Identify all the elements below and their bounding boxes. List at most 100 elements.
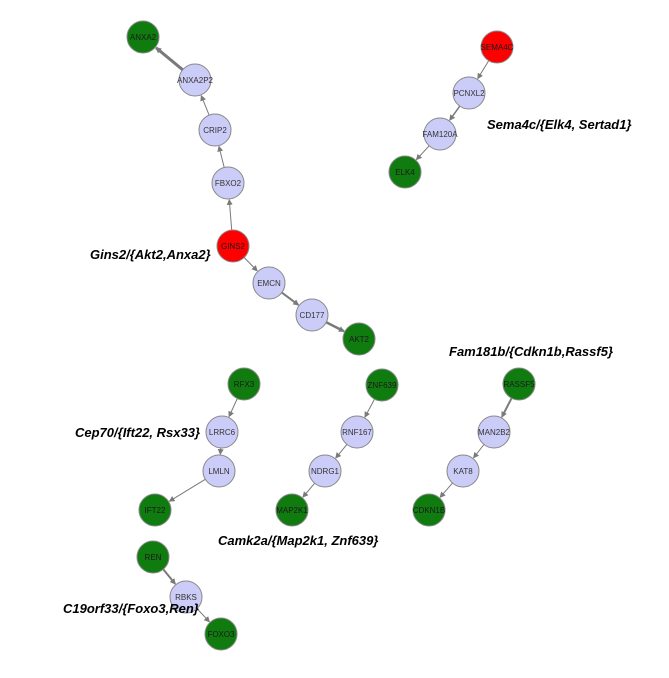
edge-rfx3-lrrc6 [228, 398, 238, 418]
caption-sema4c: Sema4c/{Elk4, Sertad1} [487, 117, 632, 132]
node-crip2[interactable]: CRIP2 [198, 113, 232, 147]
node-circle[interactable] [340, 415, 374, 449]
edge-sema4c-pcnxl2 [477, 60, 490, 80]
edge-ren-rbks [162, 568, 176, 585]
edge-emcn-cd177 [281, 291, 300, 306]
node-label: AKT2 [349, 335, 370, 344]
node-circle[interactable] [205, 415, 239, 449]
node-circle[interactable] [412, 493, 446, 527]
node-map2k1[interactable]: MAP2K1 [275, 493, 309, 527]
edge-ndrg1-map2k1 [302, 482, 316, 498]
node-circle[interactable] [202, 454, 236, 488]
edge-cd177-akt2 [325, 321, 345, 333]
caption-camk2a: Camk2a/{Map2k1, Znf639} [218, 533, 378, 548]
caption-gins2: Gins2/{Akt2,Anxa2} [90, 247, 211, 262]
edge-gins2-emcn [243, 257, 258, 272]
node-circle[interactable] [295, 298, 329, 332]
node-label: CRIP2 [203, 126, 227, 135]
node-label: LRRC6 [209, 428, 236, 437]
node-rnf167[interactable]: RNF167 [340, 415, 374, 449]
edge-fbxo2-crip2 [217, 145, 225, 168]
caption-fam181b: Fam181b/{Cdkn1b,Rassf5} [449, 344, 613, 359]
node-ift22[interactable]: IFT22 [138, 493, 172, 527]
node-label: FAM120A [422, 130, 458, 139]
node-label: ANXA2 [130, 33, 157, 42]
edge-kat8-cdkn1b [439, 482, 453, 498]
node-circle[interactable] [198, 113, 232, 147]
node-circle[interactable] [204, 617, 238, 651]
caption-c19orf33: C19orf33/{Foxo3,Ren} [63, 601, 199, 616]
node-pcnxl2[interactable]: PCNXL2 [452, 76, 486, 110]
node-cd177[interactable]: CD177 [295, 298, 329, 332]
node-rassf5[interactable]: RASSF5 [502, 367, 536, 401]
node-circle[interactable] [365, 368, 399, 402]
node-sema4c[interactable]: SEMA4C [480, 30, 514, 64]
node-circle[interactable] [502, 367, 536, 401]
node-circle[interactable] [452, 76, 486, 110]
node-label: RBKS [175, 593, 197, 602]
node-emcn[interactable]: EMCN [252, 266, 286, 300]
node-circle[interactable] [211, 166, 245, 200]
node-label: KAT8 [453, 467, 473, 476]
captions-layer: Gins2/{Akt2,Anxa2} Sema4c/{Elk4, Sertad1… [63, 117, 632, 616]
edges-layer [155, 46, 513, 623]
edge-anxa2p2-anxa2 [155, 46, 184, 71]
node-lmln[interactable]: LMLN [202, 454, 236, 488]
node-label: NDRG1 [311, 467, 340, 476]
node-circle[interactable] [136, 540, 170, 574]
node-kat8[interactable]: KAT8 [446, 454, 480, 488]
caption-cep70: Cep70/{Ift22, Rsx33} [75, 425, 200, 440]
edge-rbks-foxo3 [196, 608, 210, 623]
node-circle[interactable] [308, 454, 342, 488]
node-label: EMCN [257, 279, 281, 288]
node-gins2[interactable]: GINS2 [216, 229, 250, 263]
node-znf639[interactable]: ZNF639 [365, 368, 399, 402]
node-rbks[interactable]: RBKS [169, 580, 203, 614]
node-label: FBXO2 [215, 179, 242, 188]
node-circle[interactable] [252, 266, 286, 300]
node-circle[interactable] [388, 155, 422, 189]
node-circle[interactable] [446, 454, 480, 488]
node-anxa2p2[interactable]: ANXA2P2 [177, 63, 214, 97]
node-circle[interactable] [138, 493, 172, 527]
node-circle[interactable] [216, 229, 250, 263]
node-label: ZNF639 [368, 381, 397, 390]
node-label: CDKN1B [413, 506, 445, 515]
node-circle[interactable] [477, 415, 511, 449]
node-fbxo2[interactable]: FBXO2 [211, 166, 245, 200]
node-circle[interactable] [275, 493, 309, 527]
node-circle[interactable] [227, 367, 261, 401]
node-fam120a[interactable]: FAM120A [422, 117, 458, 151]
node-cdkn1b[interactable]: CDKN1B [412, 493, 446, 527]
node-ndrg1[interactable]: NDRG1 [308, 454, 342, 488]
node-lrrc6[interactable]: LRRC6 [205, 415, 239, 449]
node-circle[interactable] [126, 20, 160, 54]
node-circle[interactable] [423, 117, 457, 151]
node-label: ELK4 [395, 168, 415, 177]
node-circle[interactable] [480, 30, 514, 64]
node-label: RASSF5 [503, 380, 535, 389]
node-label: MAN2B2 [478, 428, 511, 437]
node-ren[interactable]: REN [136, 540, 170, 574]
edge-rnf167-ndrg1 [335, 444, 348, 459]
edge-znf639-rnf167 [364, 398, 375, 418]
node-foxo3[interactable]: FOXO3 [204, 617, 238, 651]
node-akt2[interactable]: AKT2 [342, 322, 376, 356]
edge-lrrc6-lmln [217, 447, 224, 456]
node-circle[interactable] [178, 63, 212, 97]
node-elk4[interactable]: ELK4 [388, 155, 422, 189]
node-label: GINS2 [221, 242, 246, 251]
node-circle[interactable] [169, 580, 203, 614]
node-label: SEMA4C [481, 43, 514, 52]
node-rfx3[interactable]: RFX3 [227, 367, 261, 401]
node-man2b2[interactable]: MAN2B2 [477, 415, 511, 449]
node-label: IFT22 [145, 506, 166, 515]
edge-pcnxl2-fam120a [449, 105, 461, 121]
node-label: LMLN [208, 467, 230, 476]
node-anxa2[interactable]: ANXA2 [126, 20, 160, 54]
node-circle[interactable] [342, 322, 376, 356]
edge-gins2-fbxo2 [226, 198, 233, 231]
edge-fam120a-elk4 [415, 145, 430, 161]
node-label: PCNXL2 [453, 89, 485, 98]
